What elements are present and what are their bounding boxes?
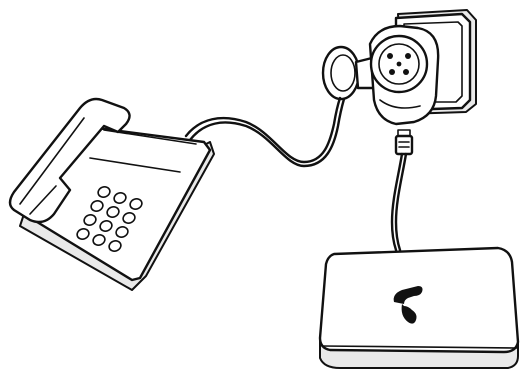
phone-adapter-icon — [323, 26, 438, 154]
router-cable — [392, 154, 406, 250]
telephone-icon — [10, 99, 214, 290]
router-box-icon — [320, 248, 518, 368]
